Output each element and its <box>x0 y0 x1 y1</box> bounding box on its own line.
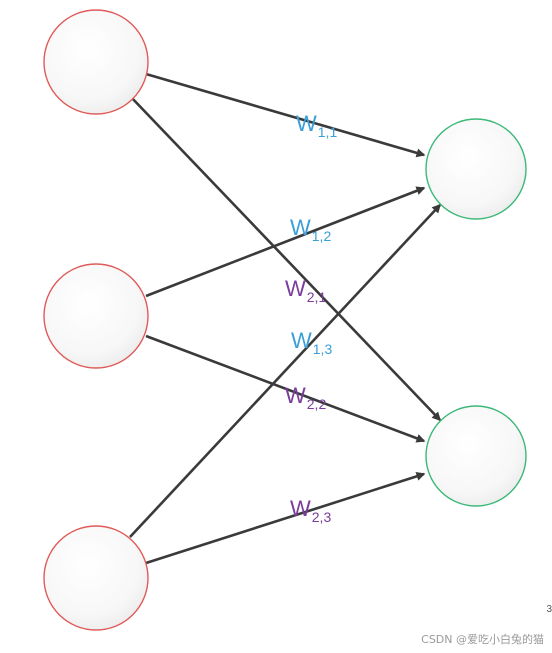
weight-label-2-2: W2,2 <box>285 383 326 412</box>
output-node-out1 <box>425 118 527 220</box>
edge-in3-out1 <box>129 203 442 538</box>
input-node-in1 <box>43 9 149 115</box>
edge-in1-out2 <box>129 95 442 422</box>
edge-in2-out1 <box>145 186 426 298</box>
input-node-in3 <box>43 525 149 631</box>
input-node-in2 <box>43 263 149 369</box>
edge-in3-out2 <box>145 472 426 565</box>
weight-label-2-1: W2,1 <box>285 276 326 305</box>
weight-label-1-2: W1,2 <box>290 215 331 244</box>
watermark: CSDN @爱吃小白兔的猫 <box>421 633 544 646</box>
edge-in1-out1 <box>145 72 426 158</box>
output-node-out2 <box>425 405 527 507</box>
weight-label-1-1: W1,1 <box>296 111 337 140</box>
edge-mark: 3 <box>546 604 552 615</box>
weight-label-2-3: W2,3 <box>290 496 331 525</box>
edge-in2-out2 <box>145 334 426 443</box>
weight-label-1-3: W1,3 <box>291 328 332 357</box>
